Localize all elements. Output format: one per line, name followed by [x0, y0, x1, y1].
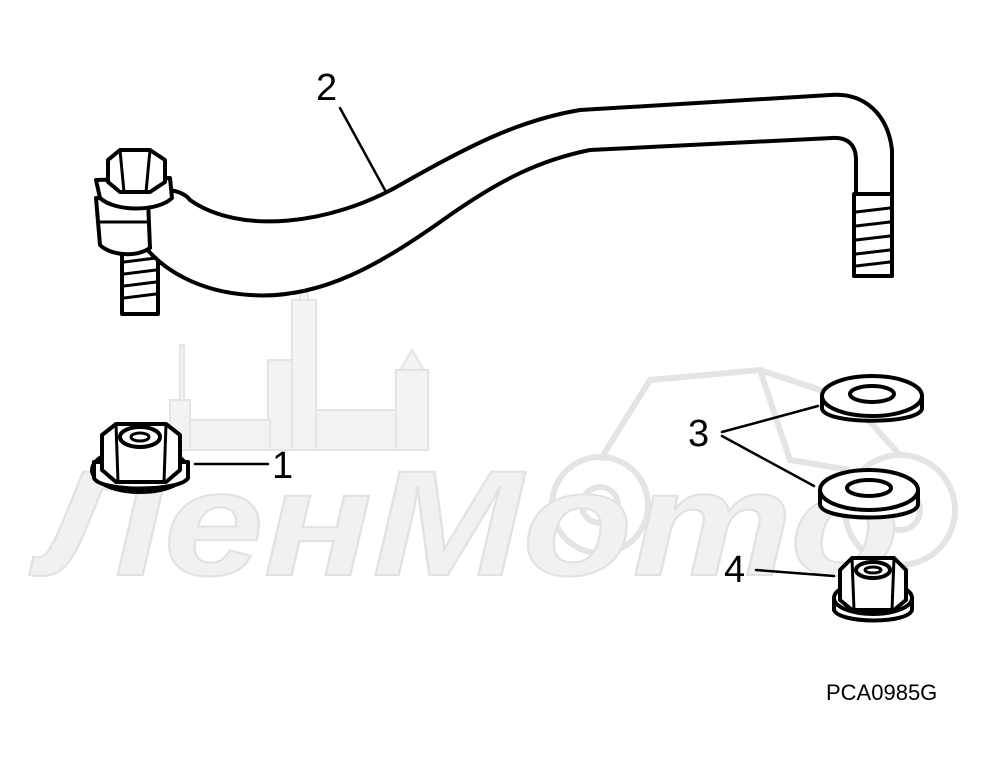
watermark: ЛенМото: [27, 219, 958, 608]
leader-lines: [193, 106, 836, 578]
watermark-skyline-icon: [169, 219, 429, 451]
callout-4: 4: [724, 549, 745, 591]
callout-1: 1: [272, 445, 293, 487]
leader-4: [754, 568, 836, 578]
diagram-code: PCA0985G: [826, 680, 937, 705]
rod-top-nut: [94, 148, 174, 211]
right-stud: [852, 192, 894, 278]
callout-3: 3: [688, 413, 709, 455]
washer-icon-lower: [818, 468, 920, 520]
leader-2: [338, 106, 388, 194]
callout-2: 2: [316, 67, 337, 109]
flange-nut-icon-right: [832, 556, 914, 623]
leader-3b: [720, 434, 816, 488]
bent-rod-icon: [94, 92, 894, 316]
flange-nut-icon: [90, 422, 190, 494]
washer-icon: [820, 374, 924, 423]
leader-3a: [720, 404, 820, 434]
